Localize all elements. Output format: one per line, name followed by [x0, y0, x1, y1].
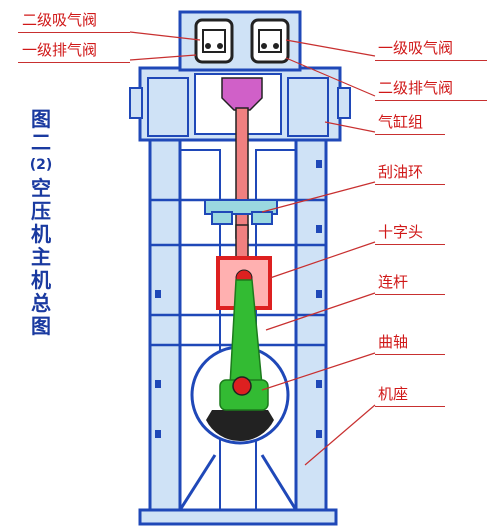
label-second-stage-suction-valve: 二级吸气阀	[22, 11, 98, 29]
counterweight	[206, 410, 274, 442]
label-cylinder-group: 气缸组	[378, 113, 424, 131]
title-char: 主	[31, 245, 51, 269]
base-plate	[138, 508, 338, 526]
label-oil-scraper-ring: 刮油环	[378, 163, 424, 181]
frame-inner-left	[179, 149, 221, 511]
oil-scraper-ring	[204, 199, 278, 225]
underline	[375, 100, 487, 101]
label-connecting-rod: 连杆	[378, 273, 409, 291]
title-char: 机	[31, 222, 51, 246]
label-second-stage-discharge-valve: 二级排气阀	[378, 79, 454, 97]
valve-right	[250, 18, 290, 64]
underline	[375, 134, 445, 135]
frame-left-column	[148, 138, 182, 512]
underline	[375, 294, 445, 295]
label-base: 机座	[378, 385, 409, 403]
title-char: 二	[31, 130, 51, 154]
valve-left	[194, 18, 234, 64]
title-char: 图	[31, 314, 51, 338]
figure-title: 图 二 (2) 空 压 机 主 机 总 图	[28, 108, 54, 338]
label-crosshead: 十字头	[378, 223, 424, 241]
title-char: 机	[31, 268, 51, 292]
frame-right-column	[294, 138, 328, 512]
title-char: 总	[31, 291, 51, 315]
piston-rod	[235, 107, 249, 239]
label-first-stage-discharge-valve: 一级排气阀	[22, 41, 98, 59]
underline	[18, 32, 130, 33]
label-crankshaft: 曲轴	[378, 333, 409, 351]
title-char: (2)	[29, 157, 53, 173]
title-char: 图	[31, 107, 51, 131]
piston-crown	[221, 77, 263, 111]
title-char: 压	[31, 199, 51, 223]
underline	[18, 62, 130, 63]
underline	[375, 244, 445, 245]
label-first-stage-suction-valve: 一级吸气阀	[378, 39, 454, 57]
underline	[375, 406, 445, 407]
underline	[375, 354, 445, 355]
crankpin	[232, 376, 252, 396]
underline	[375, 184, 445, 185]
title-char: 空	[31, 176, 51, 200]
underline	[375, 60, 487, 61]
